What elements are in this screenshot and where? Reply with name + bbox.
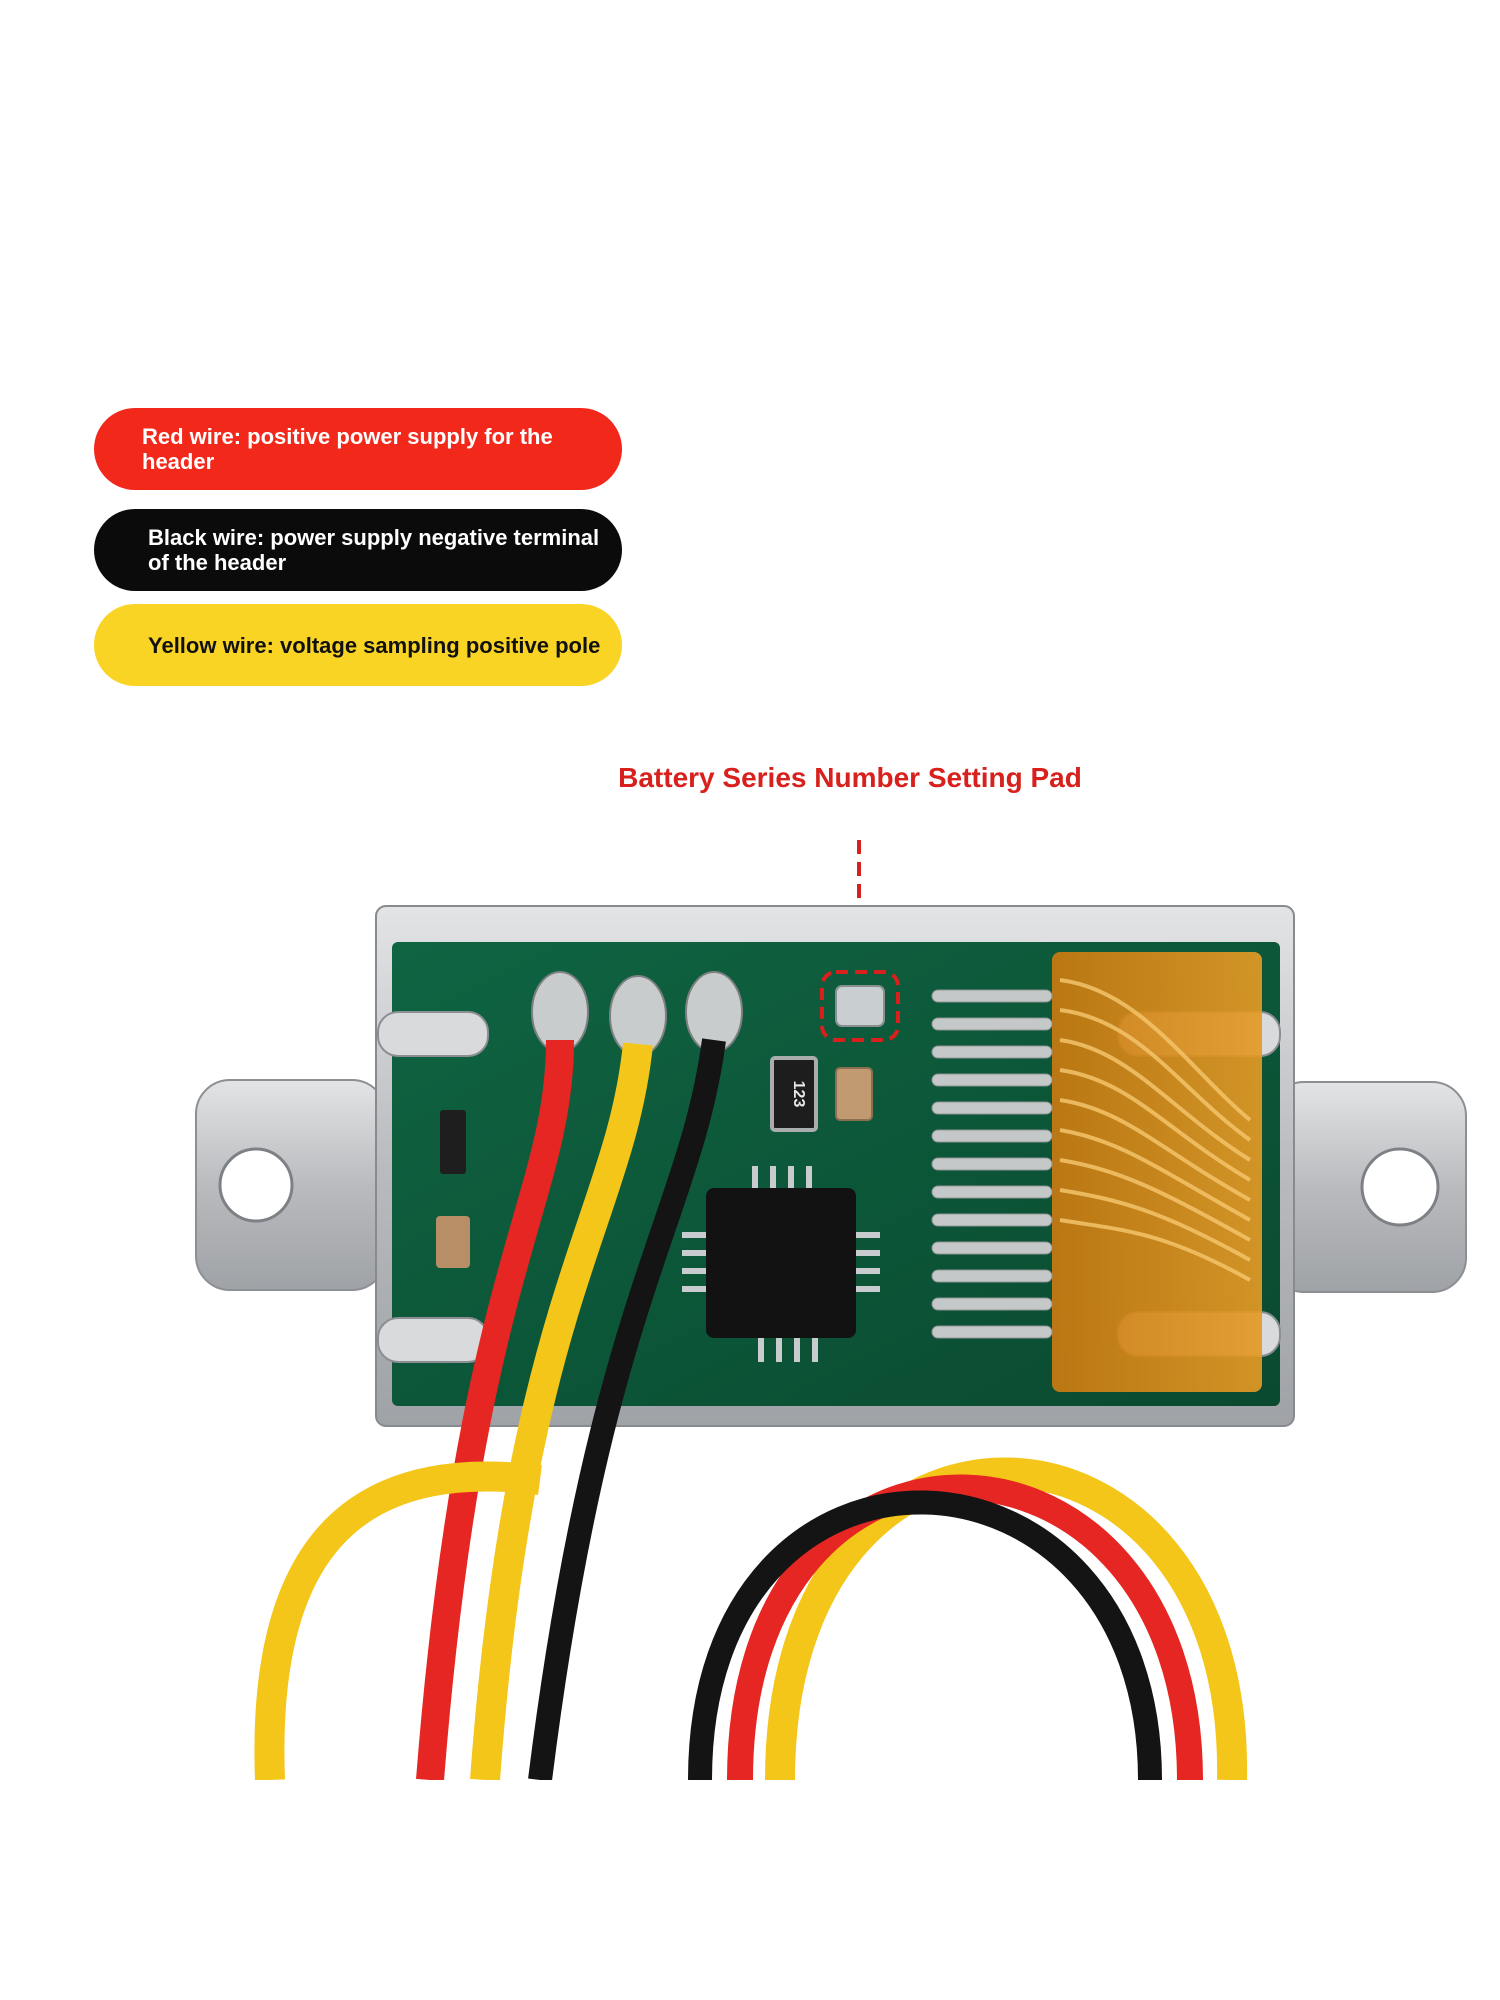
legend-black-wire: Black wire: power supply negative termin…	[94, 509, 622, 591]
yellow-wire-loop	[765, 1457, 1248, 1780]
legend-red-wire: Red wire: positive power supply for the …	[94, 408, 622, 490]
legend-black-wire-text: Black wire: power supply negative termin…	[148, 525, 600, 575]
pad-callout-title: Battery Series Number Setting Pad	[618, 762, 1082, 793]
red-wire	[416, 1039, 574, 1780]
series-setting-pad	[835, 985, 885, 1027]
yellow-wire	[470, 1042, 653, 1780]
resistor-123: 123	[770, 1056, 818, 1132]
voltmeter-module-photo: 123	[195, 840, 1467, 1780]
diode-component	[440, 1110, 466, 1174]
setting-pad-highlight	[820, 970, 900, 1042]
left-mounting-ear	[195, 1079, 387, 1291]
legend-yellow-wire: Yellow wire: voltage sampling positive p…	[94, 604, 622, 686]
capacitor-left-component	[436, 1216, 470, 1268]
red-wire-loop	[727, 1474, 1203, 1780]
black-wire	[528, 1038, 726, 1780]
capacitor-component	[835, 1067, 873, 1121]
clamp-top-left	[377, 1011, 489, 1057]
black-wire-loop	[688, 1490, 1162, 1780]
flex-cable	[1052, 952, 1262, 1392]
microcontroller-chip	[682, 1166, 880, 1362]
wire-solder-joints	[531, 971, 743, 1057]
display-solder-pads	[931, 989, 1053, 1339]
resistor-code-label: 123	[790, 1081, 807, 1108]
yellow-wire-left-loop	[254, 1461, 542, 1780]
right-mounting-ear	[1269, 1081, 1467, 1293]
clamp-bottom-left	[377, 1317, 489, 1363]
legend-yellow-wire-text: Yellow wire: voltage sampling positive p…	[148, 632, 601, 658]
legend-red-wire-text: Red wire: positive power supply for the …	[142, 424, 553, 474]
